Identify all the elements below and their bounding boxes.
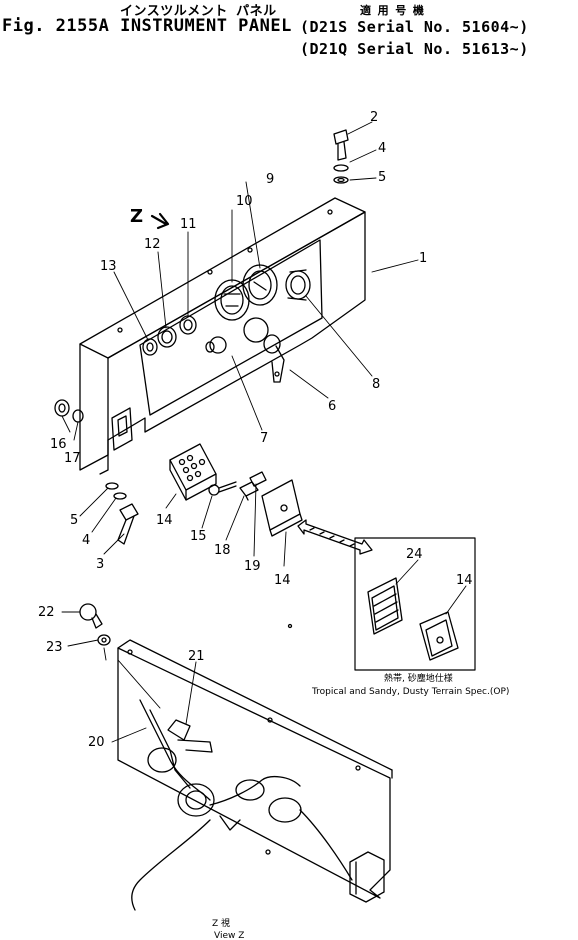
callout-6: 6 <box>328 399 336 414</box>
z-arrow <box>150 212 170 230</box>
bolt-22 <box>79 603 103 629</box>
washer-23 <box>97 634 111 646</box>
callout-5-top: 5 <box>378 170 386 185</box>
lamp-13 <box>142 338 158 356</box>
callout-2: 2 <box>370 110 378 125</box>
serial-line-1: (D21S Serial No. 51604~) <box>300 18 529 36</box>
view-z-panel <box>117 639 393 903</box>
option-box <box>354 537 476 671</box>
callout-11: 11 <box>180 217 197 232</box>
callout-14-terminal: 14 <box>156 513 173 528</box>
terminal-block-14 <box>169 443 217 501</box>
washer-5-lower <box>105 482 119 490</box>
filter-24 <box>367 577 403 635</box>
callout-7: 7 <box>260 431 268 446</box>
callout-22: 22 <box>38 605 55 620</box>
washer-5-top <box>333 176 349 184</box>
callout-4-lower: 4 <box>82 533 90 548</box>
washer-17 <box>72 409 84 423</box>
callout-5-lower: 5 <box>70 513 78 528</box>
leader-lines <box>61 121 467 743</box>
gauge-10 <box>214 279 250 321</box>
bolt-3 <box>117 503 139 545</box>
callout-17: 17 <box>64 451 81 466</box>
callout-20: 20 <box>88 735 105 750</box>
gauge-9 <box>242 264 278 306</box>
callout-13: 13 <box>100 259 117 274</box>
callout-16: 16 <box>50 437 67 452</box>
cover-14 <box>261 479 303 537</box>
callout-14-option: 14 <box>456 573 473 588</box>
japanese-title: インスツルメント パネル <box>120 4 277 19</box>
option-arrow <box>297 519 373 555</box>
screw-15 <box>208 481 237 496</box>
callout-9: 9 <box>266 172 274 187</box>
serial-line-2: (D21Q Serial No. 51613~) <box>300 40 529 58</box>
switch-12 <box>157 326 177 348</box>
callout-24: 24 <box>406 547 423 562</box>
option-caption-jp: 熱帯, 砂塵地仕様 <box>384 672 453 684</box>
callout-18: 18 <box>214 543 231 558</box>
key-switch-6 <box>243 317 285 383</box>
callout-21: 21 <box>188 649 205 664</box>
callout-19: 19 <box>244 559 261 574</box>
callout-12: 12 <box>144 237 161 252</box>
nut-16 <box>54 399 70 417</box>
washer-4-top <box>333 164 349 172</box>
view-label-en: View Z <box>214 931 244 940</box>
cover-14-option <box>419 611 459 661</box>
callout-1: 1 <box>419 251 427 266</box>
instrument-panel <box>79 197 366 475</box>
option-caption-en: Tropical and Sandy, Dusty Terrain Spec.(… <box>311 687 509 697</box>
switch-11 <box>179 315 197 335</box>
callout-10: 10 <box>236 194 253 209</box>
fuse-19 <box>249 471 267 487</box>
harness-20 <box>131 699 353 911</box>
callout-8: 8 <box>372 377 380 392</box>
washer-4-lower <box>113 492 127 500</box>
lamp-8 <box>285 269 311 301</box>
dot-mark <box>287 623 293 629</box>
fuse-18 <box>239 481 259 501</box>
callout-z: Z <box>130 206 143 227</box>
bolt-2 <box>333 129 349 161</box>
view-label-jp: Z 視 <box>212 917 230 929</box>
serial-header: 適 用 号 機 <box>360 4 424 17</box>
knob-7 <box>205 336 227 354</box>
callout-14-cover: 14 <box>274 573 291 588</box>
callout-23: 23 <box>46 640 63 655</box>
figure-title: Fig. 2155A INSTRUMENT PANEL <box>2 16 292 36</box>
callout-3: 3 <box>96 557 104 572</box>
callout-15: 15 <box>190 529 207 544</box>
callout-4-top: 4 <box>378 141 386 156</box>
